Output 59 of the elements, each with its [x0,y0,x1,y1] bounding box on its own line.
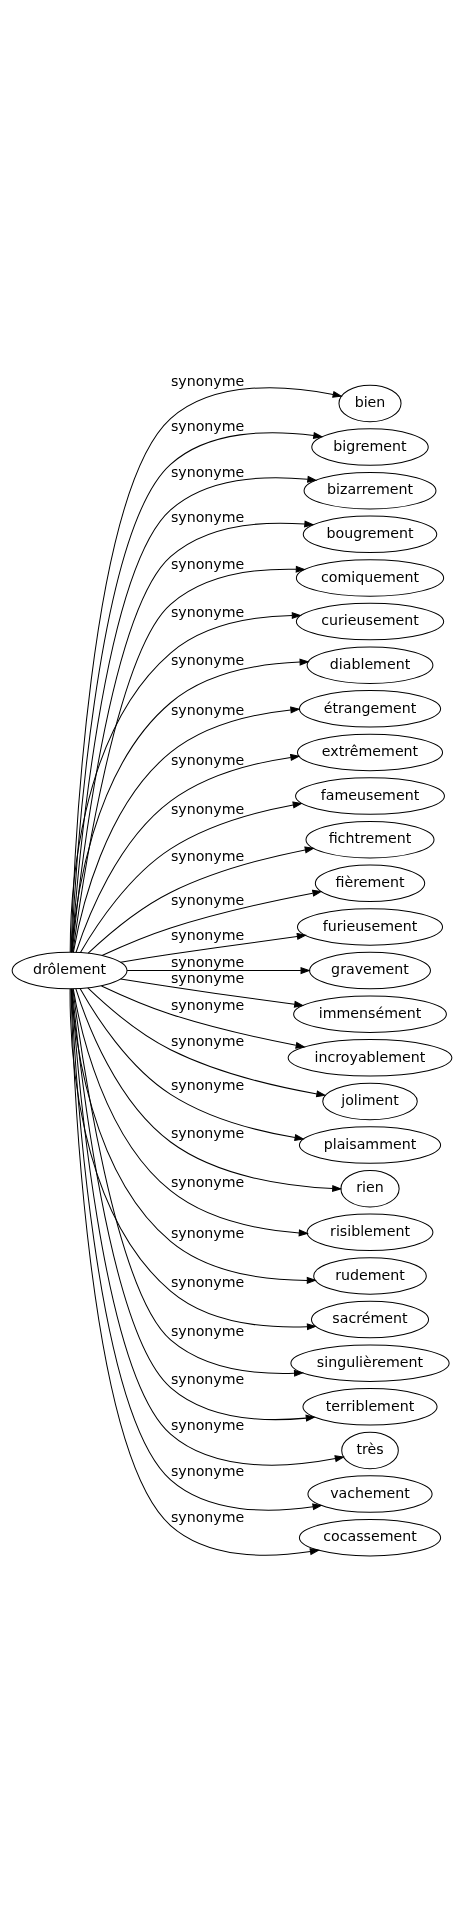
edge-label: synonyme [170,463,245,480]
node-ellipse: diablement [306,646,434,684]
edge-label: synonyme [170,751,245,768]
edge-label: synonyme [170,1370,245,1387]
edge-label: synonyme [170,1125,245,1142]
edge-label: synonyme [170,997,245,1014]
edge-label: synonyme [170,603,245,620]
arrow [75,753,301,953]
edge-label: synonyme [170,1417,245,1434]
arrow [120,932,307,963]
edge-label: synonyme [170,953,245,970]
arrow [71,658,310,953]
edge-label: synonyme [170,800,245,817]
node-ellipse: plaisamment [298,1126,442,1164]
arrow [75,988,343,1193]
edge-label: synonyme [170,1173,245,1190]
edge-label: synonyme [170,891,245,908]
edge-label: synonyme [170,418,245,435]
node-ellipse: fièrement [314,864,426,903]
edge-label: synonyme [170,1077,245,1094]
edge-label: synonyme [170,927,245,944]
edge-label: synonyme [170,556,245,573]
edge-label: synonyme [170,1224,245,1241]
arrow [79,988,305,1141]
arrow [126,967,311,975]
edge-label: synonyme [170,1274,245,1291]
edge-label: synonyme [170,1032,245,1049]
node-ellipse: sacrément [311,1300,430,1339]
node-ellipse: bien [338,384,402,423]
edge-label: synonyme [170,373,245,390]
edge-label: synonyme [170,702,245,719]
edge-label: synonyme [170,1323,245,1339]
node-ellipse: bizarrement [303,471,437,510]
node-ellipse: joliment [322,1082,418,1121]
arrow [71,988,345,1466]
node-ellipse: étrangement [298,690,442,728]
node-ellipse: rien [340,1169,400,1208]
edge-label: synonyme [170,1508,245,1525]
node-ellipse: gravement [309,951,431,990]
edge-label: synonyme [170,1463,245,1479]
node-ellipse: très [341,1431,399,1470]
arrow [72,988,309,1237]
node-ellipse: fameusement [295,777,445,815]
edge-label: synonyme [170,848,245,865]
node-ellipse: extrêmement [297,733,444,772]
node-ellipse: curieusement [295,602,445,641]
arrow [87,987,327,1098]
node-ellipse: risiblement [306,1213,434,1252]
arrow [72,706,301,953]
node-ellipse: rudement [313,1257,427,1295]
arrow [101,985,306,1049]
arrow [120,978,305,1008]
edge-label: synonyme [170,969,245,986]
edge-label: synonyme [170,652,245,669]
edge-label: synonyme [170,509,245,526]
node-ellipse: drôlement [11,951,128,990]
arrow [101,889,323,956]
arrow [80,801,303,953]
arrow [87,846,315,954]
